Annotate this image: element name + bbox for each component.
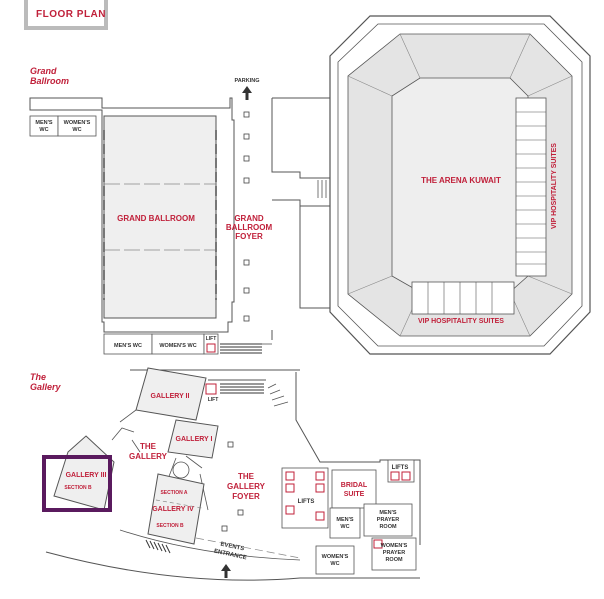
gallery-lift-icon [205,383,217,395]
gallery-i-label: GALLERY I [176,436,213,443]
section-b-label: SECTION B [156,523,184,529]
gallery-area: LIFT GALLERY II GALLERY I THE GALLERY GA… [42,367,421,581]
arena-area: THE ARENA KUWAIT VIP HOSPITALITY SUITES … [329,15,591,355]
gallery-womens-wc [315,545,355,575]
gallery-i-room [167,419,219,459]
page-title: FLOOR PLAN [36,9,106,20]
corridor-steps [317,180,327,198]
gallery-mens-wc-label2: WC [340,524,349,530]
grand-ballroom-label: GRAND BALLROOM [117,214,195,223]
mens-prayer-label3: ROOM [379,524,397,530]
mens-wc-bottom-label: MEN'S WC [114,343,142,349]
header-frame-lines [24,0,108,30]
womens-wc-top [57,115,97,137]
womens-wc-top-label2: WC [72,127,81,133]
section-label-gallery-line1: The [30,372,47,382]
grand-ballroom-room [103,115,217,319]
gallery-womens-wc-label1: WOMEN'S [322,554,349,560]
lifts-right-icon-2 [401,471,411,481]
vip-side-label: VIP HOSPITALITY SUITES [551,143,558,229]
womens-prayer-label1: WOMEN'S [381,543,408,549]
gallery-womens-wc-label2: WC [330,561,339,567]
gallery-iv-room [147,473,205,545]
section-label-ballroom-line1: Grand [30,66,57,76]
womens-wc-bottom-label: WOMEN'S WC [159,343,196,349]
the-gallery-label2: GALLERY [129,452,168,461]
section-b-left-label: SECTION B [64,485,92,491]
section-label-ballroom-line2: Ballroom [30,76,70,86]
events-entrance-arrow-icon [221,564,231,578]
events-entrance-label1: EVENTS [220,542,245,553]
ballroom-foyer-label3: FOYER [235,232,263,241]
womens-prayer-label2: PRAYER [383,550,405,556]
bridal-suite-room [331,469,377,509]
section-label-gallery-line2: Gallery [30,382,61,392]
mens-wc-top [29,115,59,137]
gallery-iii-label: GALLERY III [66,472,107,479]
vip-bottom-label: VIP HOSPITALITY SUITES [418,318,504,325]
gallery-columns [221,441,244,532]
section-label-ballroom: Grand Ballroom [30,66,69,86]
ballroom-foyer-label1: GRAND [234,214,264,223]
mens-wc-top-label1: MEN'S [35,120,53,126]
bridal-suite-label2: SUITE [344,491,365,498]
the-gallery-label1: THE [140,442,157,451]
lifts-center-icons [285,471,325,521]
gallery-bottom-escalator [145,539,171,554]
womens-wc-top-label1: WOMEN'S [64,120,91,126]
header-frame [22,0,110,32]
gallery-iii-highlight [42,455,112,512]
womens-prayer-label3: ROOM [385,557,403,563]
gallery-ii-label: GALLERY II [151,393,190,400]
vip-suites-bottom [411,281,515,315]
gallery-mens-wc [329,507,361,539]
section-label-gallery: The Gallery [30,372,61,392]
womens-prayer-lift-icon [373,539,383,549]
vip-side-dividers [516,111,546,265]
mens-prayer-label2: PRAYER [377,517,399,523]
ballroom-lift-icon [206,343,216,353]
lifts-right-label: LIFTS [392,465,409,471]
parking-label: PARKING [235,78,260,84]
lifts-center-label: LIFTS [298,499,315,505]
arena-name-label: THE ARENA KUWAIT [421,176,501,185]
ballroom-area: MEN'S WC WOMEN'S WC GRAND BALLROOM GRAND… [29,78,330,355]
gallery-ii-room [135,367,207,421]
gallery-foyer-label2: GALLERY [227,482,266,491]
bridal-suite-label1: BRIDAL [341,482,368,489]
gallery-iv-label: GALLERY IV [152,506,194,513]
mens-prayer-label1: MEN'S [379,510,397,516]
section-a-label: SECTION A [160,490,187,496]
foyer-columns [243,111,250,322]
gallery-escalator [220,383,264,394]
arena-floor [391,77,529,293]
gallery-foyer-label1: THE [238,472,255,481]
vip-bottom-dividers [427,282,493,314]
vip-suites-side [515,97,547,277]
parking-arrow-icon [242,86,252,100]
gallery-foyer-label3: FOYER [232,492,260,501]
ballroom-escalator [220,343,262,354]
gallery-lift-label: LIFT [208,397,219,403]
lifts-right-icon-1 [390,471,400,481]
ballroom-foyer-label2: BALLROOM [226,223,273,232]
ballroom-lift-label: LIFT [206,336,217,342]
mens-prayer-room [363,503,413,537]
mens-wc-top-label2: WC [39,127,48,133]
gallery-mens-wc-label1: MEN'S [336,517,354,523]
gallery-steps [267,383,289,407]
